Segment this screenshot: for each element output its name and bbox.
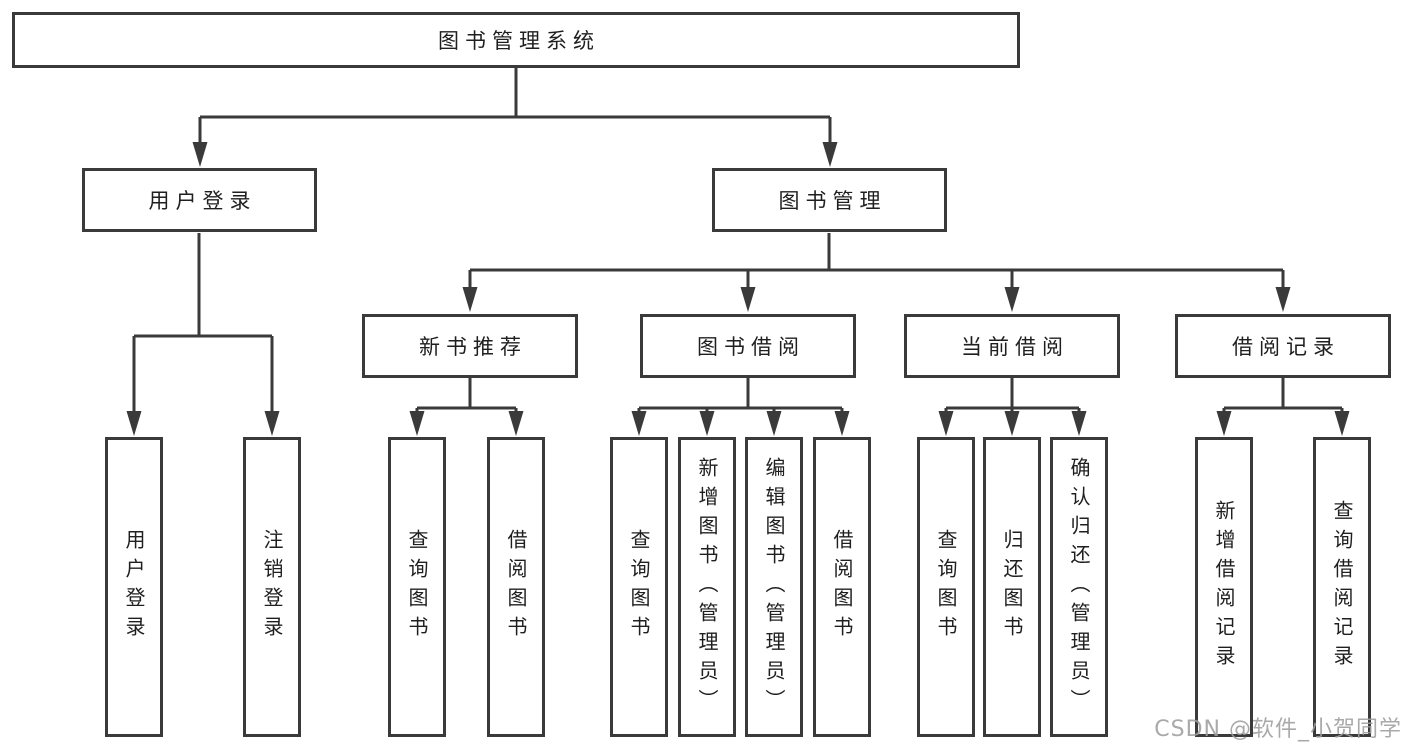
node-label: 图书管理 (778, 189, 887, 213)
node-current-borrow: 当前借阅 (904, 314, 1120, 378)
leaf-label: 注销登录 (260, 529, 284, 645)
leaf-label: 查询图书 (405, 529, 429, 645)
leaf-add-books-admin: 新增图书（管理员） (678, 437, 736, 737)
node-label: 当前借阅 (961, 335, 1069, 359)
leaf-label: 新增借阅记录 (1212, 500, 1236, 674)
node-label: 借阅记录 (1232, 335, 1340, 359)
node-library-system-root: 图书管理系统 (12, 12, 1020, 68)
node-borrow-records: 借阅记录 (1175, 314, 1391, 378)
leaf-label: 归还图书 (1000, 529, 1024, 645)
leaf-confirm-return-admin: 确认归还（管理员） (1050, 437, 1108, 737)
node-book-management: 图书管理 (712, 168, 947, 232)
leaf-user-login: 用户登录 (105, 437, 163, 737)
csdn-watermark: CSDN @软件_小贺同学 (1154, 717, 1402, 742)
leaf-borrow-books: 借阅图书 (813, 437, 871, 737)
leaf-query-books-current: 查询图书 (917, 437, 975, 737)
leaf-query-borrow-record: 查询借阅记录 (1313, 437, 1371, 737)
leaf-borrow-books-newbook: 借阅图书 (487, 437, 545, 737)
leaf-logout: 注销登录 (243, 437, 301, 737)
node-label: 用户登录 (148, 189, 257, 213)
leaf-label: 查询图书 (627, 529, 651, 645)
node-label: 新书推荐 (419, 335, 527, 359)
leaf-label: 用户登录 (122, 529, 146, 645)
node-label: 图书借阅 (697, 335, 805, 359)
leaf-label: 查询借阅记录 (1330, 500, 1354, 674)
node-user-login: 用户登录 (82, 168, 317, 232)
leaf-label: 新增图书（管理员） (695, 456, 719, 718)
node-label: 图书管理系统 (438, 29, 600, 53)
leaf-query-books-newbook: 查询图书 (388, 437, 446, 737)
leaf-add-borrow-record: 新增借阅记录 (1195, 437, 1253, 737)
leaf-label: 查询图书 (934, 529, 958, 645)
leaf-label: 借阅图书 (504, 529, 528, 645)
node-new-book-recommend: 新书推荐 (362, 314, 578, 378)
leaf-label: 借阅图书 (830, 529, 854, 645)
leaf-edit-books-admin: 编辑图书（管理员） (745, 437, 803, 737)
leaf-query-books-borrow: 查询图书 (610, 437, 668, 737)
node-book-borrow: 图书借阅 (640, 314, 856, 378)
leaf-return-books: 归还图书 (983, 437, 1041, 737)
leaf-label: 编辑图书（管理员） (762, 456, 786, 718)
leaf-label: 确认归还（管理员） (1067, 456, 1091, 718)
